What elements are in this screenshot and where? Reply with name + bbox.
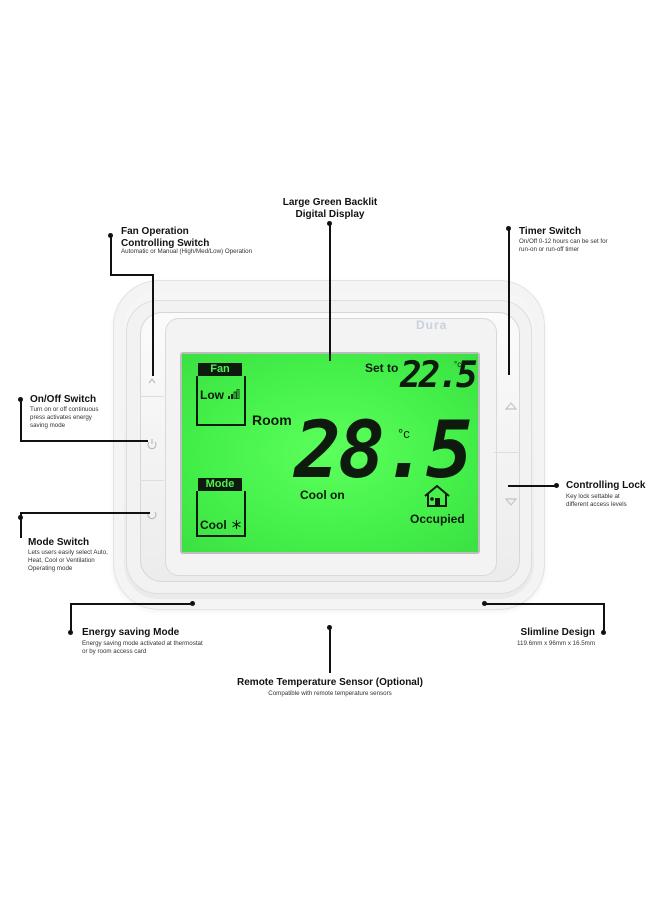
- leader-line-slim: [603, 603, 605, 633]
- fan-value: Low: [200, 388, 224, 402]
- callout-timer-title: Timer Switch: [519, 226, 582, 237]
- leader-line-mode: [20, 512, 22, 538]
- callout-timer-desc: On/Off 0-12 hours can be set for run-on …: [519, 238, 608, 253]
- occupied-label: Occupied: [410, 512, 465, 526]
- leader-line-timer: [508, 229, 510, 375]
- callout-mode-desc: Lets users easily select Auto, Heat, Coo…: [28, 549, 108, 572]
- callout-mode-title: Mode Switch: [28, 537, 90, 548]
- lcd-display: Fan Low Mode Cool Set to 22.5 °c Room 28…: [180, 352, 480, 554]
- room-temperature: 28.5: [294, 406, 473, 496]
- set-to-label: Set to: [365, 361, 399, 375]
- up-arrow-icon[interactable]: [503, 398, 519, 414]
- leader-line-onoff: [20, 440, 148, 442]
- leader-dot: [68, 630, 73, 635]
- leader-line-fan: [110, 274, 152, 276]
- fan-box: [196, 376, 246, 426]
- house-icon: [424, 484, 450, 507]
- leader-line-fan: [110, 236, 112, 274]
- leader-dot: [108, 233, 113, 238]
- leader-line-onoff: [20, 400, 22, 440]
- power-icon[interactable]: [144, 436, 160, 452]
- leader-dot: [506, 226, 511, 231]
- button-divider: [140, 396, 164, 397]
- status-text: Cool on: [300, 488, 345, 502]
- callout-lock-title: Controlling Lock: [566, 480, 646, 491]
- callout-display-title: Large Green Backlit Digital Display: [282, 197, 378, 220]
- mode-value: Cool: [200, 518, 227, 532]
- button-divider: [494, 452, 518, 453]
- leader-line-energy: [70, 603, 192, 605]
- callout-onoff-desc: Turn on or off continuous press activate…: [30, 406, 99, 429]
- mode-box: [196, 491, 246, 537]
- leader-dot: [18, 397, 23, 402]
- signal-bars-icon: [228, 389, 240, 399]
- leader-line-display: [329, 223, 331, 361]
- leader-dot: [554, 483, 559, 488]
- leader-line-mode: [20, 512, 150, 514]
- callout-lock-desc: Key lock settable at different access le…: [566, 493, 627, 508]
- brand-logo: Dura: [416, 318, 448, 332]
- callout-energy-desc: Energy saving mode activated at thermost…: [82, 640, 203, 655]
- mode-switch-button[interactable]: [144, 506, 160, 522]
- callout-slim-title: Slimline Design: [520, 627, 595, 638]
- callout-fan-title: Fan Operation Controlling Switch: [121, 226, 210, 249]
- set-temperature: 22.5: [400, 355, 478, 396]
- mode-tag: Mode: [198, 478, 242, 491]
- room-label: Room: [252, 412, 292, 428]
- leader-line-energy: [70, 603, 72, 633]
- set-unit: °c: [454, 360, 462, 369]
- callout-fan-desc: Automatic or Manual (High/Med/Low) Opera…: [121, 248, 253, 255]
- leader-dot: [190, 601, 195, 606]
- callout-slim-desc: 119.6mm x 96mm x 16.5mm: [517, 640, 595, 647]
- snowflake-icon: [232, 519, 241, 530]
- button-divider: [140, 480, 164, 481]
- callout-energy-title: Energy saving Mode: [82, 627, 180, 638]
- down-arrow-icon[interactable]: [503, 494, 519, 510]
- callout-sensor-title: Remote Temperature Sensor (Optional): [237, 677, 423, 688]
- leader-line-slim: [484, 603, 604, 605]
- room-unit: °c: [398, 426, 410, 441]
- leader-dot: [601, 630, 606, 635]
- leader-line-fan: [152, 274, 154, 376]
- leader-line-sensor: [329, 627, 331, 673]
- callout-onoff-title: On/Off Switch: [30, 394, 97, 405]
- leader-line-lock: [508, 485, 556, 487]
- fan-switch-button[interactable]: [144, 372, 160, 388]
- callout-sensor-desc: Compatible with remote temperature senso…: [268, 690, 392, 697]
- fan-tag: Fan: [198, 363, 242, 376]
